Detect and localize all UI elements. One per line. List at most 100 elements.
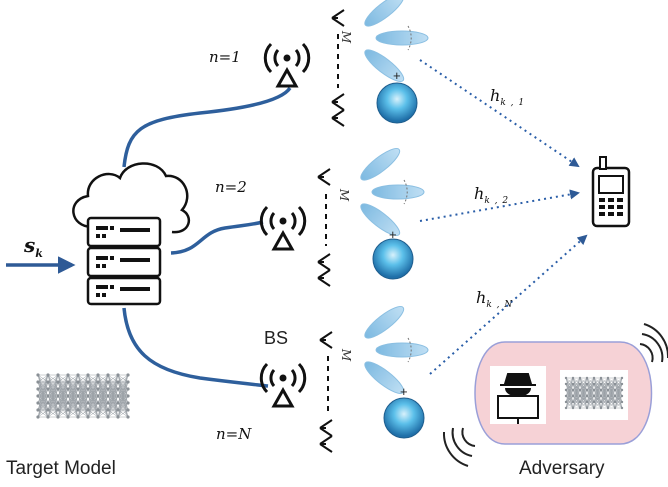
nn-node xyxy=(46,373,50,377)
nn-edge xyxy=(37,402,49,418)
nn-node xyxy=(620,388,624,392)
nn-node xyxy=(585,388,589,392)
nn-node xyxy=(66,380,70,384)
nn-edge xyxy=(97,395,109,418)
antenna-array-n xyxy=(319,331,333,453)
nn-node xyxy=(76,415,80,419)
nn-node xyxy=(606,388,610,392)
nn-node xyxy=(126,401,130,405)
nn-edge xyxy=(565,401,574,409)
wireless-waves-icon-left xyxy=(442,427,476,467)
nn-node xyxy=(571,400,575,404)
nn-node xyxy=(106,394,110,398)
nn-edge xyxy=(107,395,119,418)
nn-edge xyxy=(593,377,602,391)
nn-node xyxy=(36,373,40,377)
nn-edge xyxy=(586,395,595,409)
bs-label: BS xyxy=(264,328,289,348)
link-bs-n xyxy=(122,307,269,388)
antenna-array-1 xyxy=(331,9,345,127)
nn-node xyxy=(606,406,610,410)
nn-node xyxy=(116,401,120,405)
target-model-caption: Target Model xyxy=(6,458,116,479)
nn-node xyxy=(599,400,603,404)
nn-edge xyxy=(565,389,574,409)
nn-edge xyxy=(579,377,588,409)
nn-node xyxy=(46,408,50,412)
nn-node xyxy=(578,376,582,380)
nn-node xyxy=(571,388,575,392)
nn-node xyxy=(592,376,596,380)
nn-edge xyxy=(77,374,89,411)
nn-edge xyxy=(572,377,581,409)
nn-edge xyxy=(600,383,609,409)
nn-edge xyxy=(607,377,616,391)
nn-node xyxy=(106,387,110,391)
nn-edge xyxy=(67,374,79,397)
nn-node xyxy=(592,388,596,392)
nn-edge xyxy=(565,383,574,409)
nn-node xyxy=(96,408,100,412)
nn-node xyxy=(36,401,40,405)
nn-edge xyxy=(47,374,59,418)
nn-node xyxy=(585,400,589,404)
nn-node xyxy=(46,380,50,384)
nn-node xyxy=(96,373,100,377)
nn-node xyxy=(116,394,120,398)
nn-node xyxy=(116,408,120,412)
nn-node xyxy=(106,380,110,384)
nn-node xyxy=(126,373,130,377)
nn-edge xyxy=(117,381,129,418)
nn-edge xyxy=(586,377,595,409)
nn-node xyxy=(578,406,582,410)
nn-edge xyxy=(57,374,69,383)
nn-edge xyxy=(77,374,89,390)
nn-edge xyxy=(57,409,69,418)
nn-edge xyxy=(57,381,69,418)
nn-edge xyxy=(37,409,49,418)
nn-node xyxy=(36,387,40,391)
nn-node xyxy=(578,400,582,404)
nn-edge xyxy=(37,395,49,418)
nn-edge xyxy=(117,374,129,390)
nn-node xyxy=(66,373,70,377)
nn-node xyxy=(76,373,80,377)
nn-node xyxy=(571,382,575,386)
nn-edge xyxy=(600,377,609,397)
nn-edge xyxy=(107,388,119,418)
nn-node xyxy=(564,382,568,386)
nn-edge xyxy=(67,374,79,390)
nn-edge xyxy=(57,374,69,404)
nn-node xyxy=(613,394,617,398)
nn-edge xyxy=(107,374,119,411)
nn-edge xyxy=(87,381,99,418)
nn-edge xyxy=(107,374,119,404)
nn-node xyxy=(613,388,617,392)
nn-edge xyxy=(77,374,89,383)
nn-edge xyxy=(572,401,581,409)
nn-node xyxy=(76,401,80,405)
nn-node xyxy=(599,382,603,386)
nn-node xyxy=(592,400,596,404)
nn-edge xyxy=(593,389,602,409)
nn-node xyxy=(606,394,610,398)
nn-node xyxy=(592,394,596,398)
bs-index-1: n=1 xyxy=(209,48,241,66)
nn-edge xyxy=(37,381,49,418)
nn-node xyxy=(599,388,603,392)
nn-edge xyxy=(67,374,79,418)
nn-edge xyxy=(117,374,129,383)
nn-node xyxy=(620,406,624,410)
nn-edge xyxy=(586,377,595,397)
nn-node xyxy=(571,394,575,398)
adversary-caption: Adversary xyxy=(519,458,605,479)
nn-edge xyxy=(614,377,623,409)
nn-node xyxy=(96,380,100,384)
nn-node xyxy=(126,394,130,398)
nn-edge xyxy=(57,374,69,397)
nn-edge xyxy=(37,374,49,411)
nn-edge xyxy=(87,374,99,404)
nn-edge xyxy=(107,374,119,397)
nn-edge xyxy=(600,377,609,385)
